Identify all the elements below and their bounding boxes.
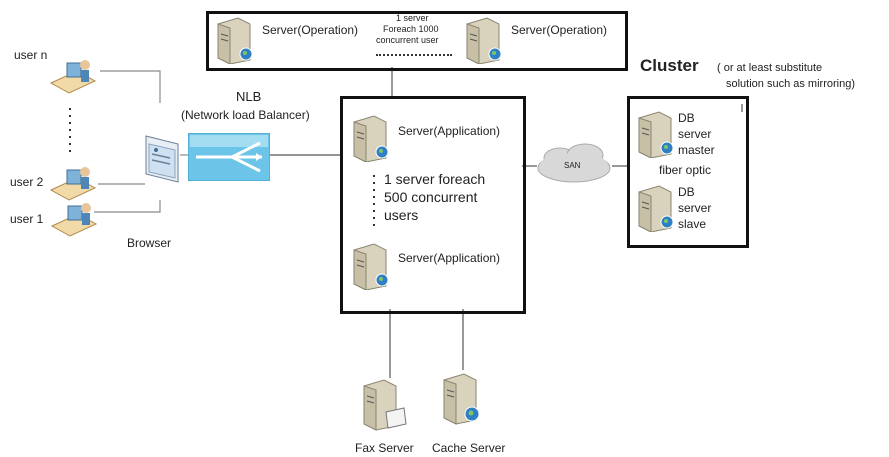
- operation-server-group: [206, 11, 628, 71]
- operation-note-line1: 1 server: [396, 13, 429, 23]
- db-slave-line3: slave: [678, 217, 707, 231]
- fax-server-icon: [363, 379, 407, 431]
- user-2-label: user 2: [10, 175, 44, 189]
- db-cluster-group: [627, 96, 749, 248]
- db-master-server-icon: [638, 111, 674, 158]
- load-balancer-icon: [188, 133, 270, 181]
- user-2-workstation-icon: [49, 167, 97, 201]
- db-master-line3: master: [678, 143, 715, 157]
- db-slave-line2: server: [678, 201, 712, 215]
- user-1-workstation-icon: [50, 203, 98, 237]
- db-slave-line1: DB: [678, 185, 695, 199]
- cache-server-label: Cache Server: [432, 441, 506, 455]
- users-ellipsis: [69, 108, 71, 157]
- browser-label: Browser: [127, 236, 172, 250]
- application-note-line3: users: [384, 207, 419, 223]
- user-1-label: user 1: [10, 212, 44, 226]
- application-note-line2: 500 concurrent: [384, 189, 478, 205]
- cluster-note-line2: solution such as mirroring): [726, 78, 855, 90]
- db-master-line2: server: [678, 127, 712, 141]
- cache-server-icon: [443, 373, 480, 425]
- nlb-subtitle: (Network load Balancer): [181, 108, 310, 122]
- application-server-bottom-icon: [353, 243, 389, 290]
- db-slave-server-icon: [638, 185, 674, 232]
- application-server-top-label: Server(Application): [398, 124, 501, 138]
- operation-note-line3: concurrent user: [376, 35, 439, 45]
- san-label: SAN: [564, 161, 581, 170]
- user-n-workstation-icon: [49, 60, 97, 94]
- fax-server-label: Fax Server: [355, 441, 414, 455]
- application-server-group: [340, 96, 526, 314]
- browser-icon: [145, 135, 179, 183]
- application-note-line1: 1 server foreach: [384, 171, 486, 187]
- cluster-note-line1: ( or at least substitute: [717, 62, 823, 74]
- operation-server-right-icon: [466, 17, 502, 64]
- operation-server-left-icon: [217, 17, 253, 64]
- cluster-title: Cluster: [640, 56, 699, 75]
- fiber-optic-label: fiber optic: [659, 163, 712, 177]
- operation-server-right-label: Server(Operation): [511, 23, 608, 37]
- db-master-line1: DB: [678, 111, 695, 125]
- operation-note-line2: Foreach 1000: [383, 24, 439, 34]
- user-n-label: user n: [14, 48, 48, 62]
- nlb-title: NLB: [236, 89, 262, 104]
- operation-ellipsis: [376, 54, 452, 56]
- application-server-top-icon: [353, 115, 389, 162]
- application-server-bottom-label: Server(Application): [398, 251, 501, 265]
- operation-server-left-label: Server(Operation): [262, 23, 359, 37]
- application-ellipsis: [373, 175, 375, 231]
- san-cloud: [537, 143, 611, 183]
